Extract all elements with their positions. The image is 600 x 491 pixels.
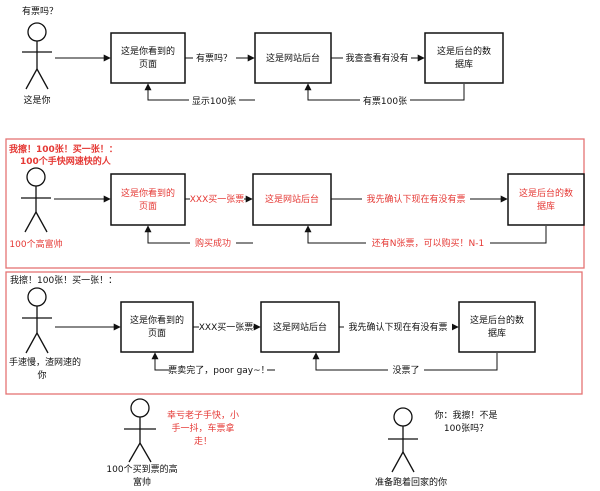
row3-box-db-line1: 这是后台的数 [470,314,524,326]
rich-label-line1: 100个买到票的高 [106,463,177,475]
rich-caption-line1: 幸亏老子手快，小 [167,409,239,421]
row1-box-backend [254,32,332,84]
rich-caption-line2: 手一抖，车票拿 [171,422,234,434]
row3-box-backend-label: 这是网站后台 [273,321,327,333]
row3-arrow-soldout-label: 票卖完了，poor gay~！ [168,364,269,376]
row3-headline: 我擦！100张！买一张！： [10,274,117,286]
row2: 我擦！100张！买一张！： 100个手快网速快的人 100个高富帅 这是你看到的… [5,138,585,269]
row1-arrow-show-label: 显示100张 [192,96,236,107]
row3-arrow-check-label: 我先确认下现在有没有票 [348,321,447,333]
row3-person-label-line1: 手速慢，渣网速的 [9,356,81,368]
row2-box-backend [252,173,332,226]
row3-arrow-none-label: 没票了 [392,365,419,376]
row1-person-label: 这是你 [23,94,50,106]
you-person-icon [388,407,418,473]
row2-box-db-line2: 据库 [537,200,555,212]
row2-arrow-check-label: 我先确认下现在有没有票 [366,193,465,205]
row3-box-page-line1: 这是你看到的 [130,314,184,326]
row1-box-page-line2: 页面 [139,59,157,70]
row1-arrow-have-label: 有票100张 [363,95,407,107]
you-caption-line1: 你：我擦！不是 [434,409,497,421]
row3: 我擦！100张！买一张！： 手速慢，渣网速的 你 这是你看到的 页面 XXX买一… [5,271,583,395]
bottom: 100个买到票的高 富帅 幸亏老子手快，小 手一抖，车票拿 走！ 你：我擦！不是… [106,398,498,488]
row1-arrow-check-label: 我查查看有没有 [345,52,408,64]
row2-arrow-remaining-label: 还有N张票，可以购买！N-1 [372,237,484,249]
row1-person-icon [22,22,52,90]
row3-person-icon [22,287,52,354]
row2-person-label: 100个高富帅 [9,238,62,250]
row3-box-backend [260,301,340,353]
row1-box-page [110,32,186,84]
row3-box-db [458,301,536,353]
row1-box-backend-label: 这是网站后台 [266,52,320,64]
rich-caption-line3: 走！ [194,436,212,447]
row2-box-page-line1: 这是你看到的 [121,187,175,199]
you-caption-line2: 100张吗？ [444,423,488,434]
row2-box-page-line2: 页面 [139,201,157,212]
row1-box-db-line2: 据库 [455,58,473,70]
row1: 有票吗？ 这是你 这是你看到的 页面 有票吗？ 这是网站后台 我查查看有没有 这… [22,5,504,107]
row2-headline-2: 100个手快网速快的人 [20,155,112,167]
rich-label-line2: 富帅 [133,476,151,488]
row2-box-backend-label: 这是网站后台 [265,193,319,205]
row3-person-label-line2: 你 [37,369,46,381]
row1-box-page-line1: 这是你看到的 [121,45,175,57]
row1-arrow-ask-label: 有票吗？ [196,52,232,64]
row1-box-db-line1: 这是后台的数 [437,45,491,57]
row3-arrow-buy-label: XXX买一张票 [199,322,254,333]
row2-box-page [110,173,186,226]
row1-person-caption: 有票吗？ [22,5,58,17]
row2-headline-1: 我擦！100张！买一张！： [9,143,118,155]
row3-frame [5,271,583,395]
rich-person-icon [124,398,156,463]
row3-box-page [120,301,194,353]
row2-arrow-success-label: 购买成功 [195,237,231,249]
row1-box-db [424,32,504,84]
row3-box-page-line2: 页面 [148,328,166,339]
row3-box-db-line2: 据库 [488,327,506,339]
row2-box-db-line1: 这是后台的数 [519,187,573,199]
you-label: 准备跑着回家的你 [375,476,447,488]
row2-person-icon [21,167,51,233]
row2-arrow-buy-label: XXX买一张票 [190,194,245,205]
row2-box-db [507,173,585,226]
